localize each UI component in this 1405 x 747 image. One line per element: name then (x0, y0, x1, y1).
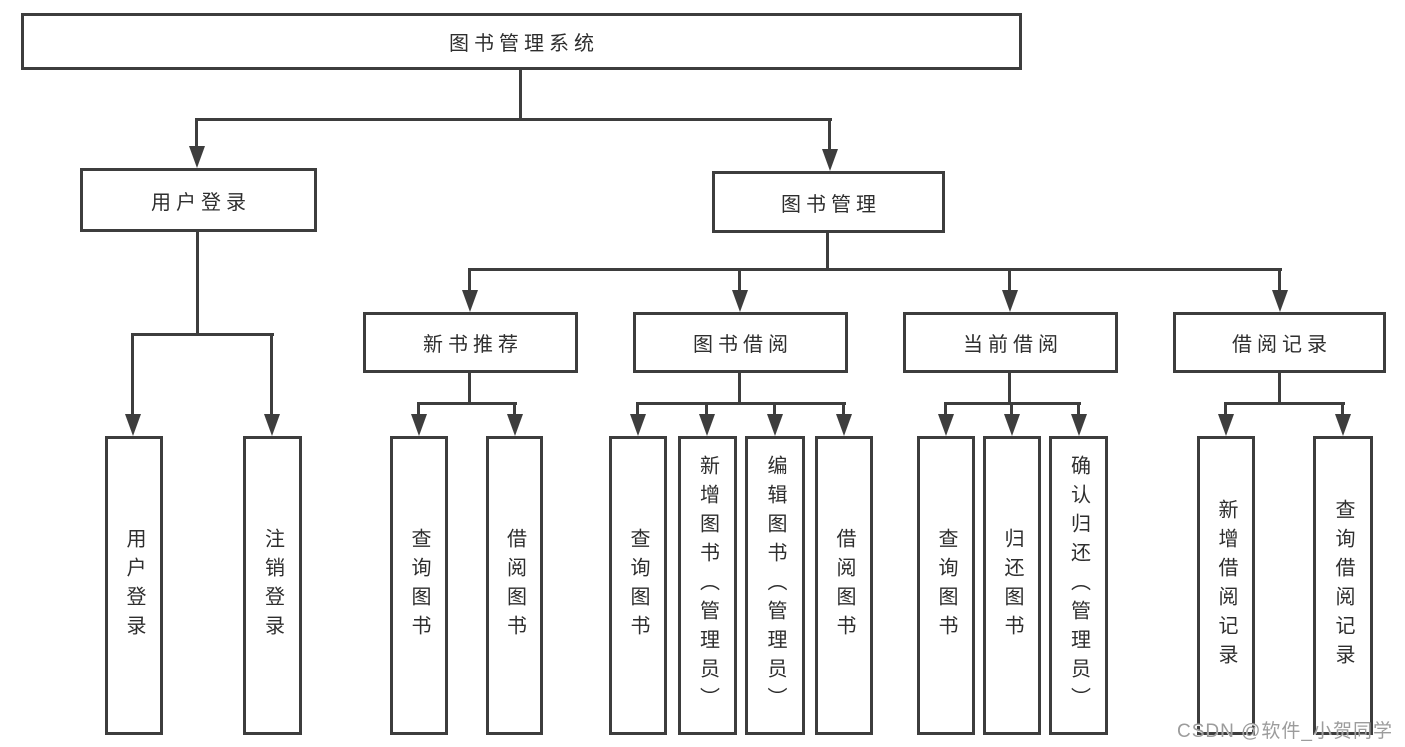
connector-line (468, 268, 1282, 271)
node-borrow-records: 借阅记录 (1173, 312, 1386, 373)
connector-line (842, 402, 845, 416)
connector-line (1278, 373, 1281, 405)
connector-line (513, 402, 516, 416)
node-current-borrowing: 当前借阅 (903, 312, 1118, 373)
leaf-user-login: 用户登录 (105, 436, 163, 735)
connector-line (1008, 268, 1011, 292)
arrowhead-down-icon (1002, 290, 1018, 312)
leaf-current-query: 查询图书 (917, 436, 975, 735)
leaf-borrowing-add-admin: 新增图书（管理员） (678, 436, 737, 735)
arrowhead-down-icon (1071, 414, 1087, 436)
leaf-current-query-label: 查询图书 (935, 527, 957, 644)
connector-line (705, 402, 708, 416)
connector-line (195, 118, 198, 148)
arrowhead-down-icon (1218, 414, 1234, 436)
leaf-borrowing-borrow-label: 借阅图书 (833, 527, 855, 644)
connector-line (1341, 402, 1344, 416)
leaf-newbook-borrow: 借阅图书 (486, 436, 543, 735)
leaf-user-login-label: 用户登录 (123, 527, 145, 644)
connector-line (468, 373, 471, 405)
csdn-watermark: CSDN @软件_小贺同学 (1177, 721, 1393, 742)
connector-line (828, 118, 831, 151)
leaf-borrowing-edit-admin: 编辑图书（管理员） (745, 436, 805, 735)
leaf-borrowing-borrow: 借阅图书 (815, 436, 873, 735)
arrowhead-down-icon (507, 414, 523, 436)
connector-line (738, 373, 741, 405)
node-new-book-recommend-label: 新书推荐 (423, 334, 523, 356)
connector-line (468, 268, 471, 292)
arrowhead-down-icon (1272, 290, 1288, 312)
connector-line (1278, 268, 1281, 292)
leaf-record-query: 查询借阅记录 (1313, 436, 1373, 735)
leaf-record-add: 新增借阅记录 (1197, 436, 1255, 735)
connector-line (773, 402, 776, 416)
connector-line (738, 268, 741, 292)
arrowhead-down-icon (822, 149, 838, 171)
connector-line (417, 402, 517, 405)
node-borrow-records-label: 借阅记录 (1232, 334, 1332, 356)
leaf-borrowing-add-admin-label: 新增图书（管理员） (696, 455, 719, 716)
arrowhead-down-icon (699, 414, 715, 436)
arrowhead-down-icon (732, 290, 748, 312)
node-root-label: 图书管理系统 (449, 33, 599, 55)
arrowhead-down-icon (411, 414, 427, 436)
node-book-borrowing-label: 图书借阅 (693, 334, 793, 356)
arrowhead-down-icon (767, 414, 783, 436)
connector-line (131, 333, 134, 416)
connector-line (131, 333, 274, 336)
connector-line (196, 232, 199, 336)
connector-line (1224, 402, 1227, 416)
connector-line (1010, 402, 1013, 416)
leaf-logout-label: 注销登录 (261, 527, 284, 644)
leaf-newbook-borrow-label: 借阅图书 (503, 527, 526, 644)
leaf-newbook-query-label: 查询图书 (408, 527, 430, 644)
connector-line (826, 233, 829, 271)
arrowhead-down-icon (1335, 414, 1351, 436)
node-book-management-label: 图书管理 (781, 193, 881, 216)
connector-line (1077, 402, 1080, 416)
node-book-management: 图书管理 (712, 171, 945, 233)
leaf-record-query-label: 查询借阅记录 (1332, 498, 1354, 673)
connector-line (195, 118, 832, 121)
connector-line (636, 402, 846, 405)
node-book-borrowing: 图书借阅 (633, 312, 848, 373)
leaf-newbook-query: 查询图书 (390, 436, 448, 735)
connector-line (417, 402, 420, 416)
leaf-record-add-label: 新增借阅记录 (1215, 498, 1237, 673)
arrowhead-down-icon (462, 290, 478, 312)
arrowhead-down-icon (264, 414, 280, 436)
leaf-current-confirm-admin-label: 确认归还（管理员） (1067, 455, 1090, 716)
arrowhead-down-icon (189, 146, 205, 168)
node-user-login: 用户登录 (80, 168, 317, 232)
arrowhead-down-icon (125, 414, 141, 436)
connector-line (519, 70, 522, 121)
leaf-borrowing-edit-admin-label: 编辑图书（管理员） (764, 455, 786, 716)
node-new-book-recommend: 新书推荐 (363, 312, 578, 373)
leaf-borrowing-query: 查询图书 (609, 436, 667, 735)
leaf-current-return: 归还图书 (983, 436, 1041, 735)
node-root: 图书管理系统 (21, 13, 1022, 70)
connector-line (270, 333, 273, 416)
connector-line (636, 402, 639, 416)
node-user-login-label: 用户登录 (151, 191, 251, 214)
arrowhead-down-icon (630, 414, 646, 436)
arrowhead-down-icon (836, 414, 852, 436)
connector-line (1008, 373, 1011, 405)
leaf-current-confirm-admin: 确认归还（管理员） (1049, 436, 1108, 735)
arrowhead-down-icon (938, 414, 954, 436)
connector-line (944, 402, 947, 416)
leaf-borrowing-query-label: 查询图书 (627, 527, 649, 644)
node-current-borrowing-label: 当前借阅 (963, 334, 1063, 356)
arrowhead-down-icon (1004, 414, 1020, 436)
connector-line (1224, 402, 1345, 405)
leaf-current-return-label: 归还图书 (1001, 527, 1023, 644)
leaf-logout: 注销登录 (243, 436, 302, 735)
